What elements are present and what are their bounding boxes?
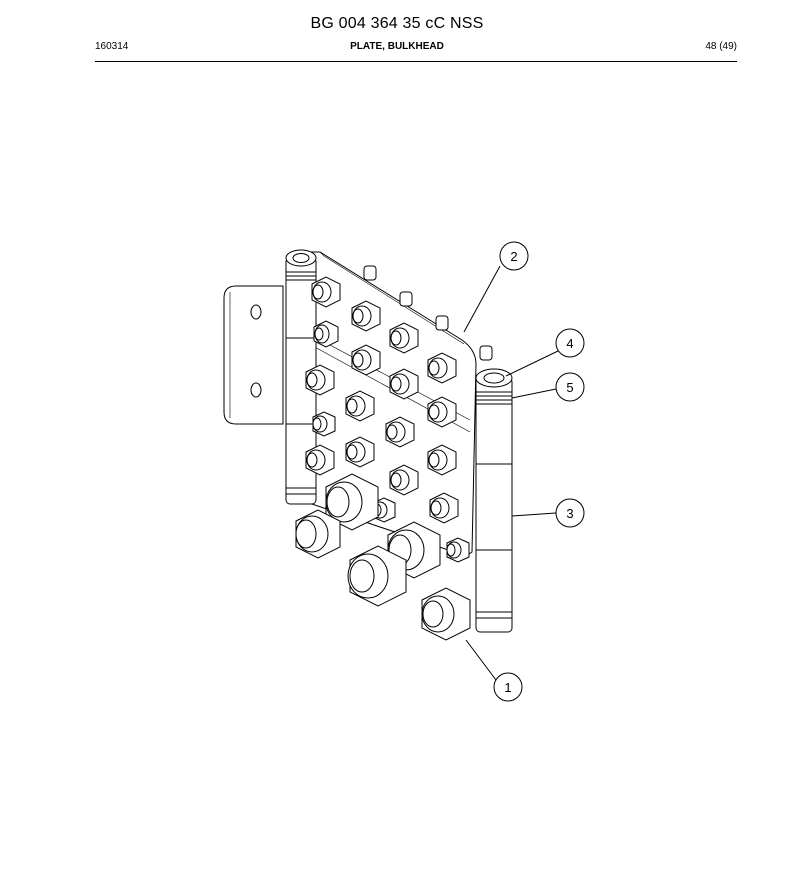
callout-5: 5 [555, 372, 585, 402]
callout-1: 1 [493, 672, 523, 702]
callout-label-5: 5 [566, 380, 573, 395]
callout-label-3: 3 [566, 506, 573, 521]
large-fittings [295, 473, 471, 641]
leader-lines [463, 265, 559, 681]
rear-stubs [363, 265, 493, 361]
callout-label-2: 2 [510, 249, 517, 264]
right-tube [475, 368, 513, 633]
callout-label-4: 4 [566, 336, 573, 351]
callout-label-1: 1 [504, 680, 511, 695]
callout-4: 4 [555, 328, 585, 358]
document-code: 160314 [95, 41, 129, 52]
mounting-bracket [223, 285, 284, 425]
page-indicator: 48 (49) [705, 41, 737, 52]
callout-2: 2 [499, 241, 529, 271]
small-fittings [305, 276, 470, 563]
header-divider [95, 61, 737, 62]
section-title: PLATE, BULKHEAD [350, 41, 444, 52]
left-tube [285, 249, 317, 505]
callout-3: 3 [555, 498, 585, 528]
document-title: BG 004 364 35 cC NSS [310, 15, 484, 32]
